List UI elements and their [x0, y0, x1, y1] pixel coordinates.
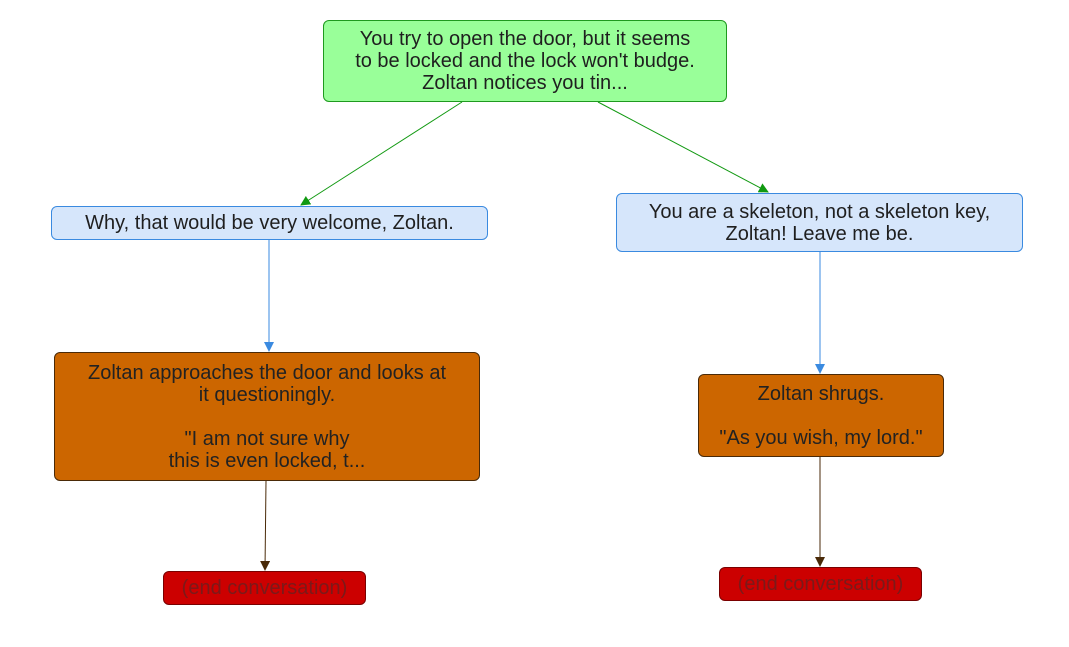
choice-node-welcome[interactable]: Why, that would be very welcome, Zoltan.: [51, 206, 488, 240]
edge-npc-left-to-end-left: [260, 480, 271, 571]
choice-node-leave-me-be[interactable]: You are a skeleton, not a skeleton key, …: [616, 193, 1023, 252]
edge-root-to-choice-right: [597, 101, 769, 193]
edge-root-to-choice-left: [300, 101, 463, 206]
end-conversation-node-left[interactable]: (end conversation): [163, 571, 366, 605]
npc-node-zoltan-shrugs[interactable]: Zoltan shrugs. "As you wish, my lord.": [698, 374, 944, 457]
npc-node-zoltan-approaches[interactable]: Zoltan approaches the door and looks at …: [54, 352, 480, 481]
root-node-locked-door[interactable]: You try to open the door, but it seems t…: [323, 20, 727, 102]
end-conversation-node-right[interactable]: (end conversation): [719, 567, 922, 601]
